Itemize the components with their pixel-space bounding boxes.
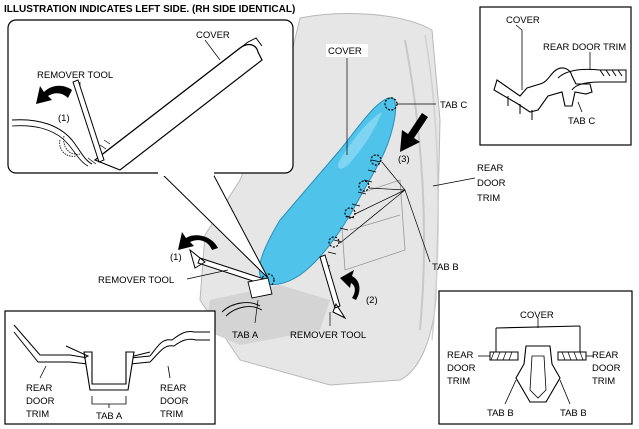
tab-b-circle-3 xyxy=(344,207,356,219)
door-edge-line-2 xyxy=(424,34,439,341)
tab-b-circle-1 xyxy=(370,154,382,166)
tab-c-notches xyxy=(507,96,533,120)
tab-b-circle-2 xyxy=(358,180,370,192)
tab-b-leader-tab-left xyxy=(504,379,517,405)
tab-b-left-trim-2: DOOR xyxy=(447,363,476,374)
tab-a-leader-right xyxy=(167,365,171,379)
callout-remover-detail: COVER REMOVER TOOL (1) xyxy=(7,19,294,279)
tab-b-right-trim-2: DOOR xyxy=(592,363,621,374)
tab-b-left-trim-1: REAR xyxy=(447,350,474,361)
tab-c-cover-label: COVER xyxy=(506,15,540,26)
step-1-label: (1) xyxy=(170,252,182,263)
tab-b-right-trim-3: TRIM xyxy=(592,376,615,387)
tab-c-tab-label: TAB C xyxy=(568,116,595,127)
arrow-1-main xyxy=(178,232,218,250)
armrest-shadow xyxy=(205,285,330,345)
leader-tab-a xyxy=(254,299,259,324)
callout-tab-a: REAR DOOR TRIM REAR DOOR TRIM TAB A xyxy=(4,310,216,425)
tab-b-trim-left-hatch xyxy=(490,351,513,361)
callout-leader-cover xyxy=(204,39,221,61)
remover-tool-bottom xyxy=(319,254,347,320)
tab-a-left-trim-3: TRIM xyxy=(26,409,49,420)
cover-label: COVER xyxy=(328,46,362,57)
door-illustration: COVER TAB C (3) REAR DOOR TRIM TAB B (1)… xyxy=(98,13,506,386)
step-3-label: (3) xyxy=(398,154,410,165)
callout-cover-label: COVER xyxy=(196,30,230,41)
arrow-3-main xyxy=(400,113,428,152)
callout-trim-curve-2 xyxy=(11,125,89,167)
header-text: ILLUSTRATION INDICATES LEFT SIDE. (RH SI… xyxy=(4,4,295,15)
callout-trim-curve xyxy=(11,119,93,165)
callout-remover-label: REMOVER TOOL xyxy=(37,70,113,81)
tab-b-clip-inner xyxy=(529,355,547,399)
callout-step-label: (1) xyxy=(58,113,70,124)
leader-tab-b xyxy=(339,161,431,263)
leader-rear-door-trim xyxy=(432,177,476,187)
tab-b-left-trim-3: TRIM xyxy=(447,376,470,387)
tab-a-right-trim xyxy=(129,331,210,365)
callout-cover-edge xyxy=(99,37,263,157)
tab-b-trim-left xyxy=(489,351,519,361)
cover-highlight xyxy=(337,112,382,169)
tab-a-bracket-lines xyxy=(91,396,127,408)
callout-tab-b: COVER REAR DOOR TRIM REAR DOOR TRIM TAB … xyxy=(438,290,633,425)
tab-b-tab-left-label: TAB B xyxy=(487,408,514,419)
tab-a-label-callout: TAB A xyxy=(96,411,123,422)
cover-label-bg xyxy=(326,44,368,57)
rear-door-trim-label-1: REAR xyxy=(477,163,504,174)
callout-pointer-join xyxy=(158,168,214,176)
tab-a-label: TAB A xyxy=(232,330,259,341)
callout-tab-c: COVER REAR DOOR TRIM TAB C xyxy=(479,6,632,146)
switch-panel-lines xyxy=(339,179,406,271)
tab-b-cover-edges xyxy=(495,326,581,354)
rear-door-trim-label-2: DOOR xyxy=(477,178,506,189)
tab-a-leader-left xyxy=(39,365,47,379)
tab-a-cover-lip xyxy=(65,345,151,359)
tab-b-label: TAB B xyxy=(432,262,459,273)
tab-b-circle-4 xyxy=(328,236,340,248)
tab-c-trim xyxy=(557,68,627,91)
tab-c-leader-cover xyxy=(515,24,523,90)
tab-b-tab-right-label: TAB B xyxy=(560,408,587,419)
tab-a-bracket xyxy=(247,277,273,299)
callout-clip xyxy=(59,135,81,157)
remover-tool-bottom-label: REMOVER TOOL xyxy=(290,330,366,341)
rear-door-trim-label-3: TRIM xyxy=(477,193,500,204)
arrow-2-main xyxy=(340,270,360,300)
tab-a-left-trim-1: REAR xyxy=(26,383,53,394)
tab-c-label: TAB C xyxy=(440,100,467,111)
callout-arrow-1 xyxy=(36,85,72,104)
remover-tool-left-label: REMOVER TOOL xyxy=(98,275,174,286)
callout-box xyxy=(7,19,294,174)
tab-b-trim-right-hatch xyxy=(561,351,584,361)
callout-tab-a-box xyxy=(4,310,216,425)
tab-a-clip-shape xyxy=(83,351,135,391)
callout-remover-tool xyxy=(72,79,105,163)
tab-b-right-trim-1: REAR xyxy=(592,350,619,361)
tab-b-cover-label: COVER xyxy=(520,310,554,321)
tab-a-left-trim-2: DOOR xyxy=(26,396,55,407)
tab-a-right-trim-3: TRIM xyxy=(160,409,183,420)
tab-c-cover-shape xyxy=(493,67,593,113)
door-edge-line xyxy=(404,39,426,331)
tab-b-leader-tab-right xyxy=(559,379,571,405)
tab-a-left-trim xyxy=(13,324,89,365)
clip-hatch xyxy=(321,159,381,267)
tab-a-right-trim-2: DOOR xyxy=(160,396,189,407)
step-2-label: (2) xyxy=(366,295,378,306)
tab-c-leader-tab xyxy=(577,101,583,113)
leader-remover-left xyxy=(186,269,229,280)
tab-c-trim-label: REAR DOOR TRIM xyxy=(543,42,626,53)
tab-a-right-trim-1: REAR xyxy=(160,383,187,394)
